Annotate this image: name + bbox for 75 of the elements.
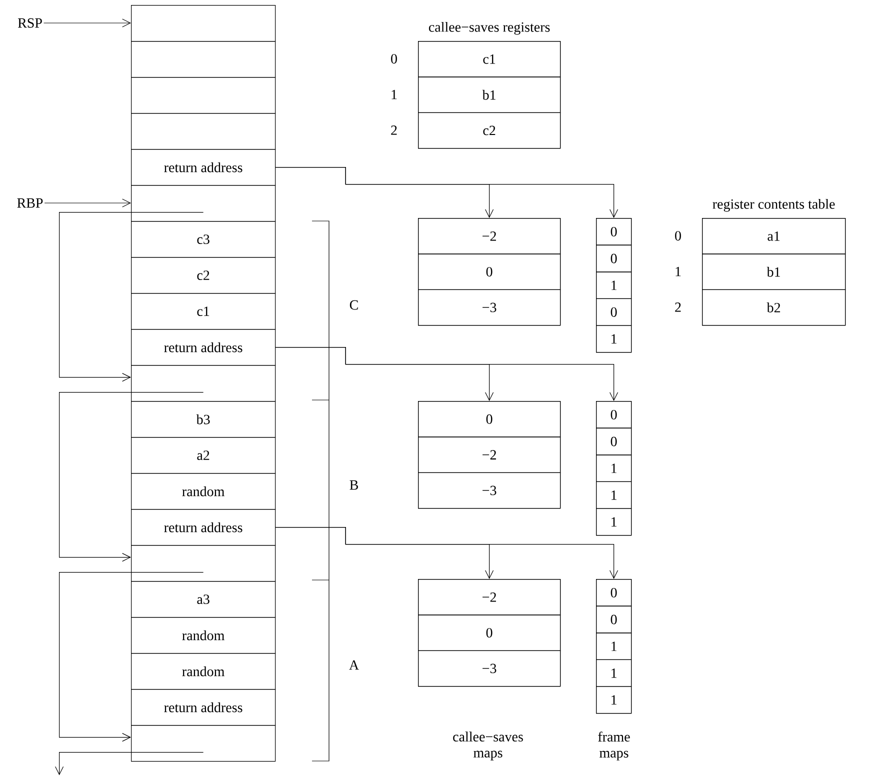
frame-label: C [350, 300, 358, 310]
table-cell: c2 [418, 112, 561, 149]
frame-map-cell: 1 [596, 508, 632, 536]
frame-label: A [349, 660, 359, 670]
stack-cell [131, 365, 276, 402]
frame-map-cell: 1 [596, 686, 632, 714]
stack-cell: random [131, 473, 276, 510]
frame-map-cell: 0 [596, 298, 632, 326]
frame-label: B [350, 480, 358, 490]
table-cell: 0 [418, 254, 561, 290]
frame-map-cell: 0 [596, 218, 632, 246]
row-index: 0 [675, 231, 681, 241]
table-cell: 0 [418, 614, 561, 651]
stack-cell: random [131, 617, 276, 654]
row-index: 0 [391, 54, 397, 64]
frame-map-cell: 1 [596, 454, 632, 482]
stack-cell [131, 77, 276, 114]
stack-cell: return address [131, 329, 276, 366]
table-cell: b1 [702, 254, 846, 290]
frame-map-cell: 1 [596, 325, 632, 353]
frame-map-cell: 0 [596, 606, 632, 634]
arrow [59, 212, 204, 382]
stack-cell: c3 [131, 221, 276, 258]
table-cell: −2 [418, 436, 561, 473]
row-index: 1 [676, 266, 681, 276]
frame-map-cell: 1 [596, 481, 632, 509]
stack-cell [131, 185, 276, 222]
stack-cell: return address [131, 149, 276, 186]
frame-map-cell: 1 [596, 659, 632, 687]
frame-map-cell: 0 [596, 401, 632, 428]
arrow [44, 198, 131, 208]
table-cell: −3 [418, 650, 561, 687]
table-cell: b1 [418, 76, 561, 113]
stack-cell: random [131, 653, 276, 690]
table-cell: b2 [702, 289, 846, 326]
row-index: 2 [391, 126, 397, 135]
frame-map-cell: 1 [596, 632, 632, 660]
frame-map-cell: 1 [596, 272, 632, 299]
table-cell: −2 [418, 218, 561, 254]
node-label: callee−saves registers [428, 22, 550, 35]
stack-cell [131, 41, 276, 78]
node-label: register contents table [712, 198, 835, 212]
table-cell: 0 [418, 401, 561, 438]
table-cell: −3 [418, 472, 561, 509]
arrow [275, 527, 618, 580]
pointer-label: RBP [17, 198, 43, 208]
arrow [59, 572, 204, 742]
arrow [43, 18, 131, 28]
row-index: 1 [392, 90, 397, 100]
stack-cell [131, 545, 276, 582]
table-cell: −3 [418, 289, 561, 326]
frame-map-cell: 0 [596, 244, 632, 272]
stack-cell [131, 725, 276, 762]
frame-map-cell: 0 [596, 428, 632, 456]
arrow [59, 392, 204, 562]
stack-cell: b3 [131, 401, 276, 438]
stack-cell: return address [131, 689, 276, 726]
table-cell: a1 [702, 218, 846, 254]
stack-cell: c2 [131, 257, 276, 294]
arrow [275, 347, 618, 401]
stack-cell [131, 5, 276, 42]
pointer-label: RSP [18, 18, 42, 28]
caption-label: callee−saves maps [453, 732, 523, 760]
arrow [55, 752, 204, 776]
stack-cell: a2 [131, 437, 276, 474]
frame-map-cell: 0 [596, 579, 632, 606]
table-cell: c1 [418, 41, 561, 78]
stack-cell: return address [131, 509, 276, 546]
arrow [275, 167, 618, 218]
stack-cell [131, 113, 276, 150]
stack-cell: a3 [131, 581, 276, 618]
caption-label: frame maps [598, 732, 630, 760]
row-index: 2 [675, 302, 681, 312]
table-cell: −2 [418, 579, 561, 616]
stack-cell: c1 [131, 293, 276, 330]
